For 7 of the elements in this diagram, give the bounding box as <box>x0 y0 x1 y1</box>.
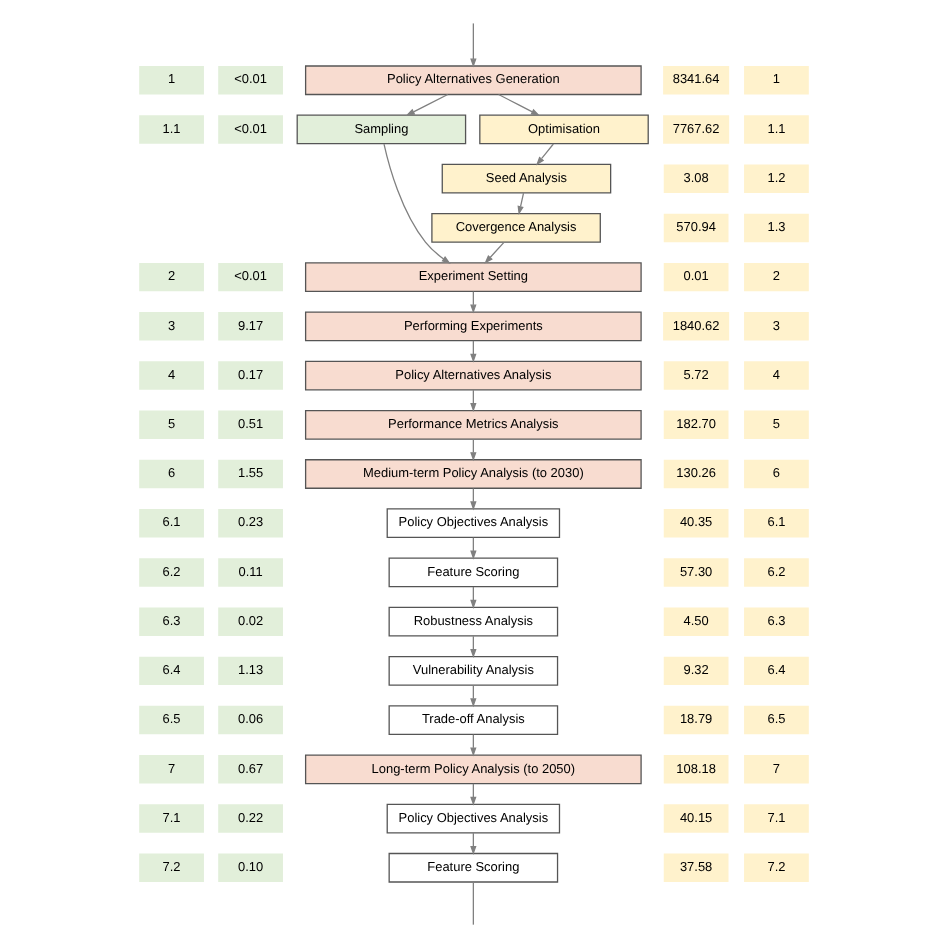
arrow <box>517 192 525 216</box>
arrow <box>497 93 540 116</box>
arrow <box>405 93 449 116</box>
connector <box>472 881 474 926</box>
arrow <box>484 241 505 264</box>
arrow <box>383 143 451 264</box>
arrow <box>536 143 554 166</box>
